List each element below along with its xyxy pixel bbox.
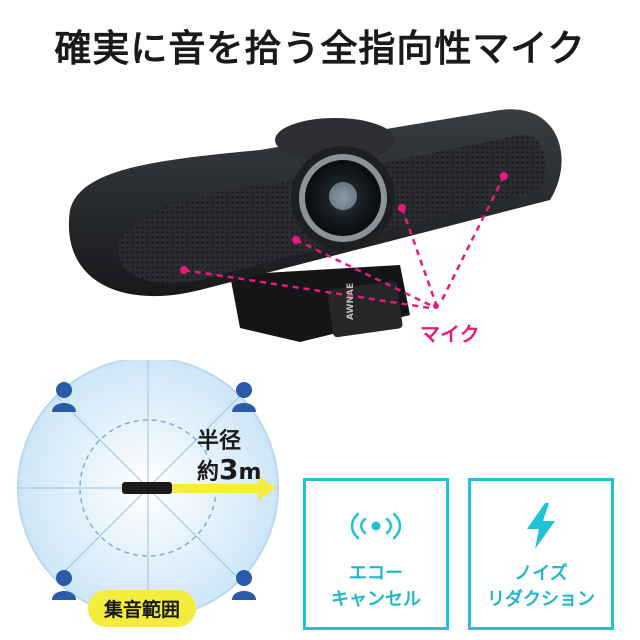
feature-card-noise-reduction: ノイズ リダクション: [468, 478, 614, 630]
radius-unit: m: [238, 460, 262, 485]
headline: 確実に音を拾う全指向性マイク: [54, 27, 586, 70]
echo-cancel-icon: [350, 512, 402, 540]
person-icon: [232, 570, 256, 600]
radius-line1: 半径: [197, 429, 242, 454]
person-icon: [232, 382, 256, 412]
radius-value: 3: [219, 453, 239, 486]
feature-card-echo-cancel: エコー キャンセル: [303, 478, 449, 630]
device-icon: [122, 482, 172, 494]
radius-line2: 約3m: [197, 456, 261, 487]
radius-arrow: [168, 476, 276, 500]
webcam-product-image: AWNAE: [68, 109, 562, 342]
brand-mark: AWNAE: [346, 283, 356, 320]
pickup-range-badge: 集音範囲: [88, 590, 197, 627]
mic-dots: [180, 172, 508, 309]
camera-lens: [275, 118, 395, 250]
person-icon: [52, 570, 76, 600]
person-icon: [52, 382, 76, 412]
mic-callout-label: マイク: [420, 322, 480, 346]
radius-label: 半径 約3m: [197, 428, 261, 487]
person-icons: [52, 382, 256, 600]
feature-label-noise-reduction: ノイズ リダクション: [487, 563, 595, 610]
camera-stand: AWNAE: [230, 265, 410, 342]
mic-pointer-lines: [183, 175, 506, 310]
lightning-icon: [527, 503, 555, 549]
pickup-range-diagram: [17, 360, 279, 619]
radius-prefix: 約: [197, 460, 220, 485]
feature-label-echo-cancel: エコー キャンセル: [331, 563, 421, 610]
